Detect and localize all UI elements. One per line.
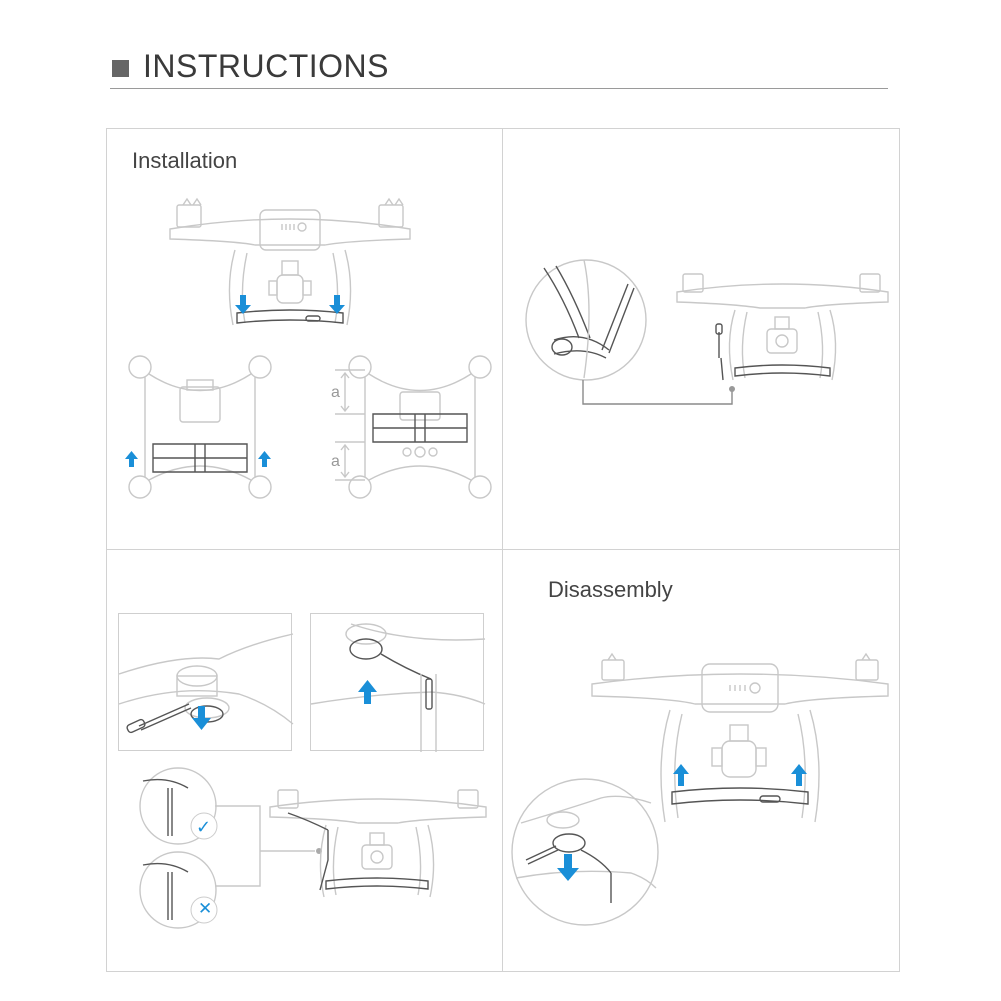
disassembly-zoom-circle-illustration: [511, 778, 659, 926]
step-box-unlock: [118, 613, 294, 751]
step-box-lock: [310, 613, 486, 752]
dimension-label-a-top: a: [331, 384, 340, 401]
incorrect-routing-circle: [139, 851, 218, 929]
square-bullet-icon: [112, 59, 129, 77]
drone-bottom-view-illustration: [125, 355, 272, 499]
drone-front-disassembly-illustration: [591, 652, 889, 823]
propeller-mount-release-illustration: [118, 633, 294, 734]
propeller-mount-attach-illustration: [310, 623, 486, 752]
cross-icon: ✕: [198, 899, 213, 918]
check-icon: ✓: [196, 817, 212, 837]
lanyard-zoom-circle-illustration: [525, 259, 647, 381]
instruction-grid: [106, 128, 900, 972]
drone-front-illustration: [169, 197, 411, 326]
installation-heading: Installation: [132, 148, 238, 173]
header-divider: [110, 88, 888, 89]
dimension-label-a-bottom: a: [331, 453, 340, 470]
grid-divider-vertical: [502, 128, 503, 972]
page-header: INSTRUCTIONS: [112, 44, 389, 88]
page-title: INSTRUCTIONS: [143, 47, 389, 84]
correct-routing-circle: [139, 767, 218, 845]
drone-bottom-view-dimensions: [335, 355, 492, 499]
drone-front-lanyard-illustration: [676, 273, 889, 381]
grid-divider-horizontal: [106, 549, 900, 550]
connector-line: [582, 380, 735, 405]
disassembly-heading: Disassembly: [548, 577, 673, 602]
drone-front-cable-illustration: [269, 789, 487, 898]
